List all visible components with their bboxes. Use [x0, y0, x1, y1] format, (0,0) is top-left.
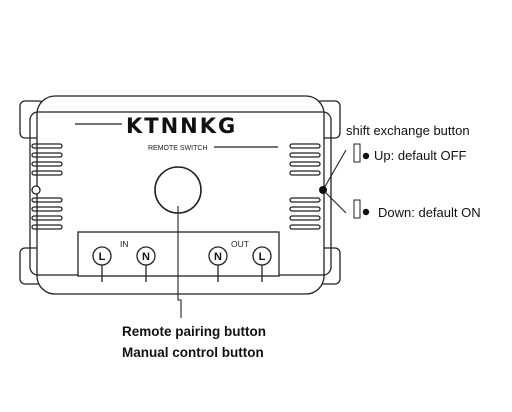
terminal-out-n-label: N — [214, 251, 222, 263]
down-default-label: Down: default ON — [378, 205, 481, 220]
shift-exchange-button[interactable] — [319, 186, 327, 194]
terminal-in-n-label: N — [142, 251, 150, 263]
terminal-in-l-label: L — [99, 251, 106, 263]
out-group-label: OUT — [231, 239, 249, 249]
toggle-up-icon — [353, 143, 361, 163]
left-side-hole — [31, 185, 41, 195]
up-default-label: Up: default OFF — [374, 148, 467, 163]
pairing-leader-line — [177, 206, 182, 318]
shift-exchange-label: shift exchange button — [346, 123, 470, 138]
down-leader-line — [322, 189, 347, 214]
terminal-out-l-label: L — [259, 251, 266, 263]
toggle-down-icon — [353, 199, 361, 219]
up-leader-line — [322, 149, 347, 191]
in-group-label: IN — [120, 239, 129, 249]
manual-button-label: Manual control button — [122, 345, 264, 360]
right-vent-grille — [289, 143, 321, 230]
brand-logo: KTNNKG — [126, 114, 237, 138]
left-vent-grille — [31, 143, 63, 230]
device-subtitle: REMOTE SWITCH — [148, 145, 208, 152]
toggle-up-knob-icon — [362, 152, 370, 160]
pairing-button-label: Remote pairing button — [122, 324, 266, 339]
toggle-down-knob-icon — [362, 208, 370, 216]
